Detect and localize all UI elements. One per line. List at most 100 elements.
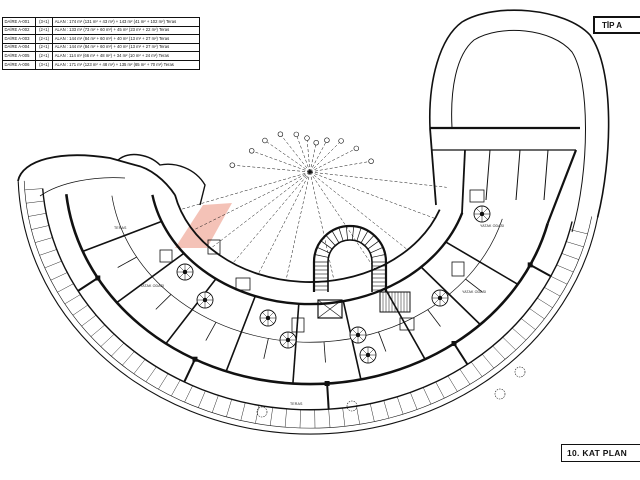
survey-point-icon [262,137,268,144]
stair-step [369,247,384,254]
column-block [451,341,457,346]
right-wing-partition [515,149,521,201]
dashed-spoke [309,140,328,173]
railing-tick [158,373,169,390]
railing-tick [26,200,45,204]
railing-tick [410,392,418,410]
dashed-spoke [309,171,436,219]
corridor-wall-inner [174,194,441,283]
railing-tick [544,287,561,297]
railing-tick [57,283,74,293]
floor-label-box: 10. KAT PLAN [561,444,640,462]
room-label-terrace: TERAS [290,402,303,406]
service-room [469,189,485,203]
partition-wall [155,294,172,310]
spiral-stair-core [202,297,208,303]
elevator-shaft [317,299,343,319]
stair-step [345,226,349,241]
tree-icon [256,406,268,418]
central-stair-outer [312,224,388,292]
right-wing-outer-wall [428,9,610,218]
right-wing-partition [543,149,549,201]
right-wing-inner-wall [451,29,586,233]
stair-step [320,240,333,250]
railing-tick [44,260,62,269]
railing-tick [184,385,193,403]
partition-wall [205,321,217,341]
stair-step [316,247,331,254]
railing-tick [383,400,390,419]
railing-tick [284,409,287,428]
dashed-spoke [309,171,408,250]
balcony-rail-inner [23,180,592,429]
partition-wall [263,338,269,359]
unit-area: ALAN : 174 m² (131 m² + 43 m²) + 143 m² … [52,17,200,27]
dashed-spoke [309,148,357,173]
railing-tick [24,188,43,191]
railing-tick [240,402,246,421]
railing-tick [492,345,506,360]
type-label-box: TİP A [593,16,640,34]
column-block [527,262,533,268]
service-room [159,249,173,263]
railing-tick [100,334,115,347]
railing-tick [342,408,346,427]
stair-step [367,240,380,250]
spiral-stair-core [285,337,291,343]
radial-wall [165,278,217,344]
radial-wall [445,241,519,285]
table-row: DAİRE A-004 (2+1) ALAN : 144 m² (84 m² +… [2,42,200,53]
dashed-spoke [251,150,311,173]
dashed-spoke [285,171,311,281]
unit-area-table: DAİRE A-001 (3+1) ALAN : 174 m² (131 m² … [2,17,200,70]
left-lobe-wall [117,153,206,206]
railing-tick [423,387,432,405]
unit-area: ALAN : 133 m² (73 m² + 60 m²) + 45 m² (2… [52,25,200,36]
terrace-edge [42,188,573,411]
railing-tick [255,405,260,424]
spiral-stair-core [437,295,443,301]
dashed-spoke [309,171,376,270]
railing-tick [356,406,360,425]
railing-tick [226,399,232,417]
unit-name: DAİRE A-004 [2,42,36,53]
watermark-logo-icon [175,203,232,248]
right-wing-wall [461,149,466,214]
dashed-spoke [210,171,311,249]
railing-tick [269,407,273,426]
unit-type: (2+1) [34,25,54,36]
column-block [192,356,198,362]
dashed-spoke [309,171,335,281]
railing-tick [145,366,157,382]
radial-wall [116,252,185,304]
dashed-spoke [258,171,311,275]
unit-name: DAİRE A-003 [2,34,36,44]
railing-tick [50,272,68,281]
elevator-cross [317,299,343,319]
floor-label: 10. KAT PLAN [567,448,628,458]
railing-tick [502,337,516,350]
railing-tick [31,225,49,230]
partition-wall [117,256,137,268]
railing-tick [299,409,301,428]
dashed-spoke [180,171,311,210]
column-block [324,381,330,386]
railing-tick [561,253,579,260]
spiral-stair-core [365,352,371,358]
railing-tick [529,308,545,319]
radial-wall [225,295,257,372]
railing-tick [122,351,135,366]
railing-tick [537,297,553,308]
survey-point-icon [229,162,236,168]
tree-icon [346,400,358,412]
railing-tick [512,327,526,341]
room-label-bedroom: YATAK ODASI [462,290,487,294]
dashed-spoke [280,134,311,173]
column-block [95,275,101,281]
spiral-stair-core [182,269,188,275]
survey-point-icon [338,138,344,144]
dashed-spoke [306,138,311,173]
radial-wall [82,220,162,253]
service-room [291,317,305,333]
